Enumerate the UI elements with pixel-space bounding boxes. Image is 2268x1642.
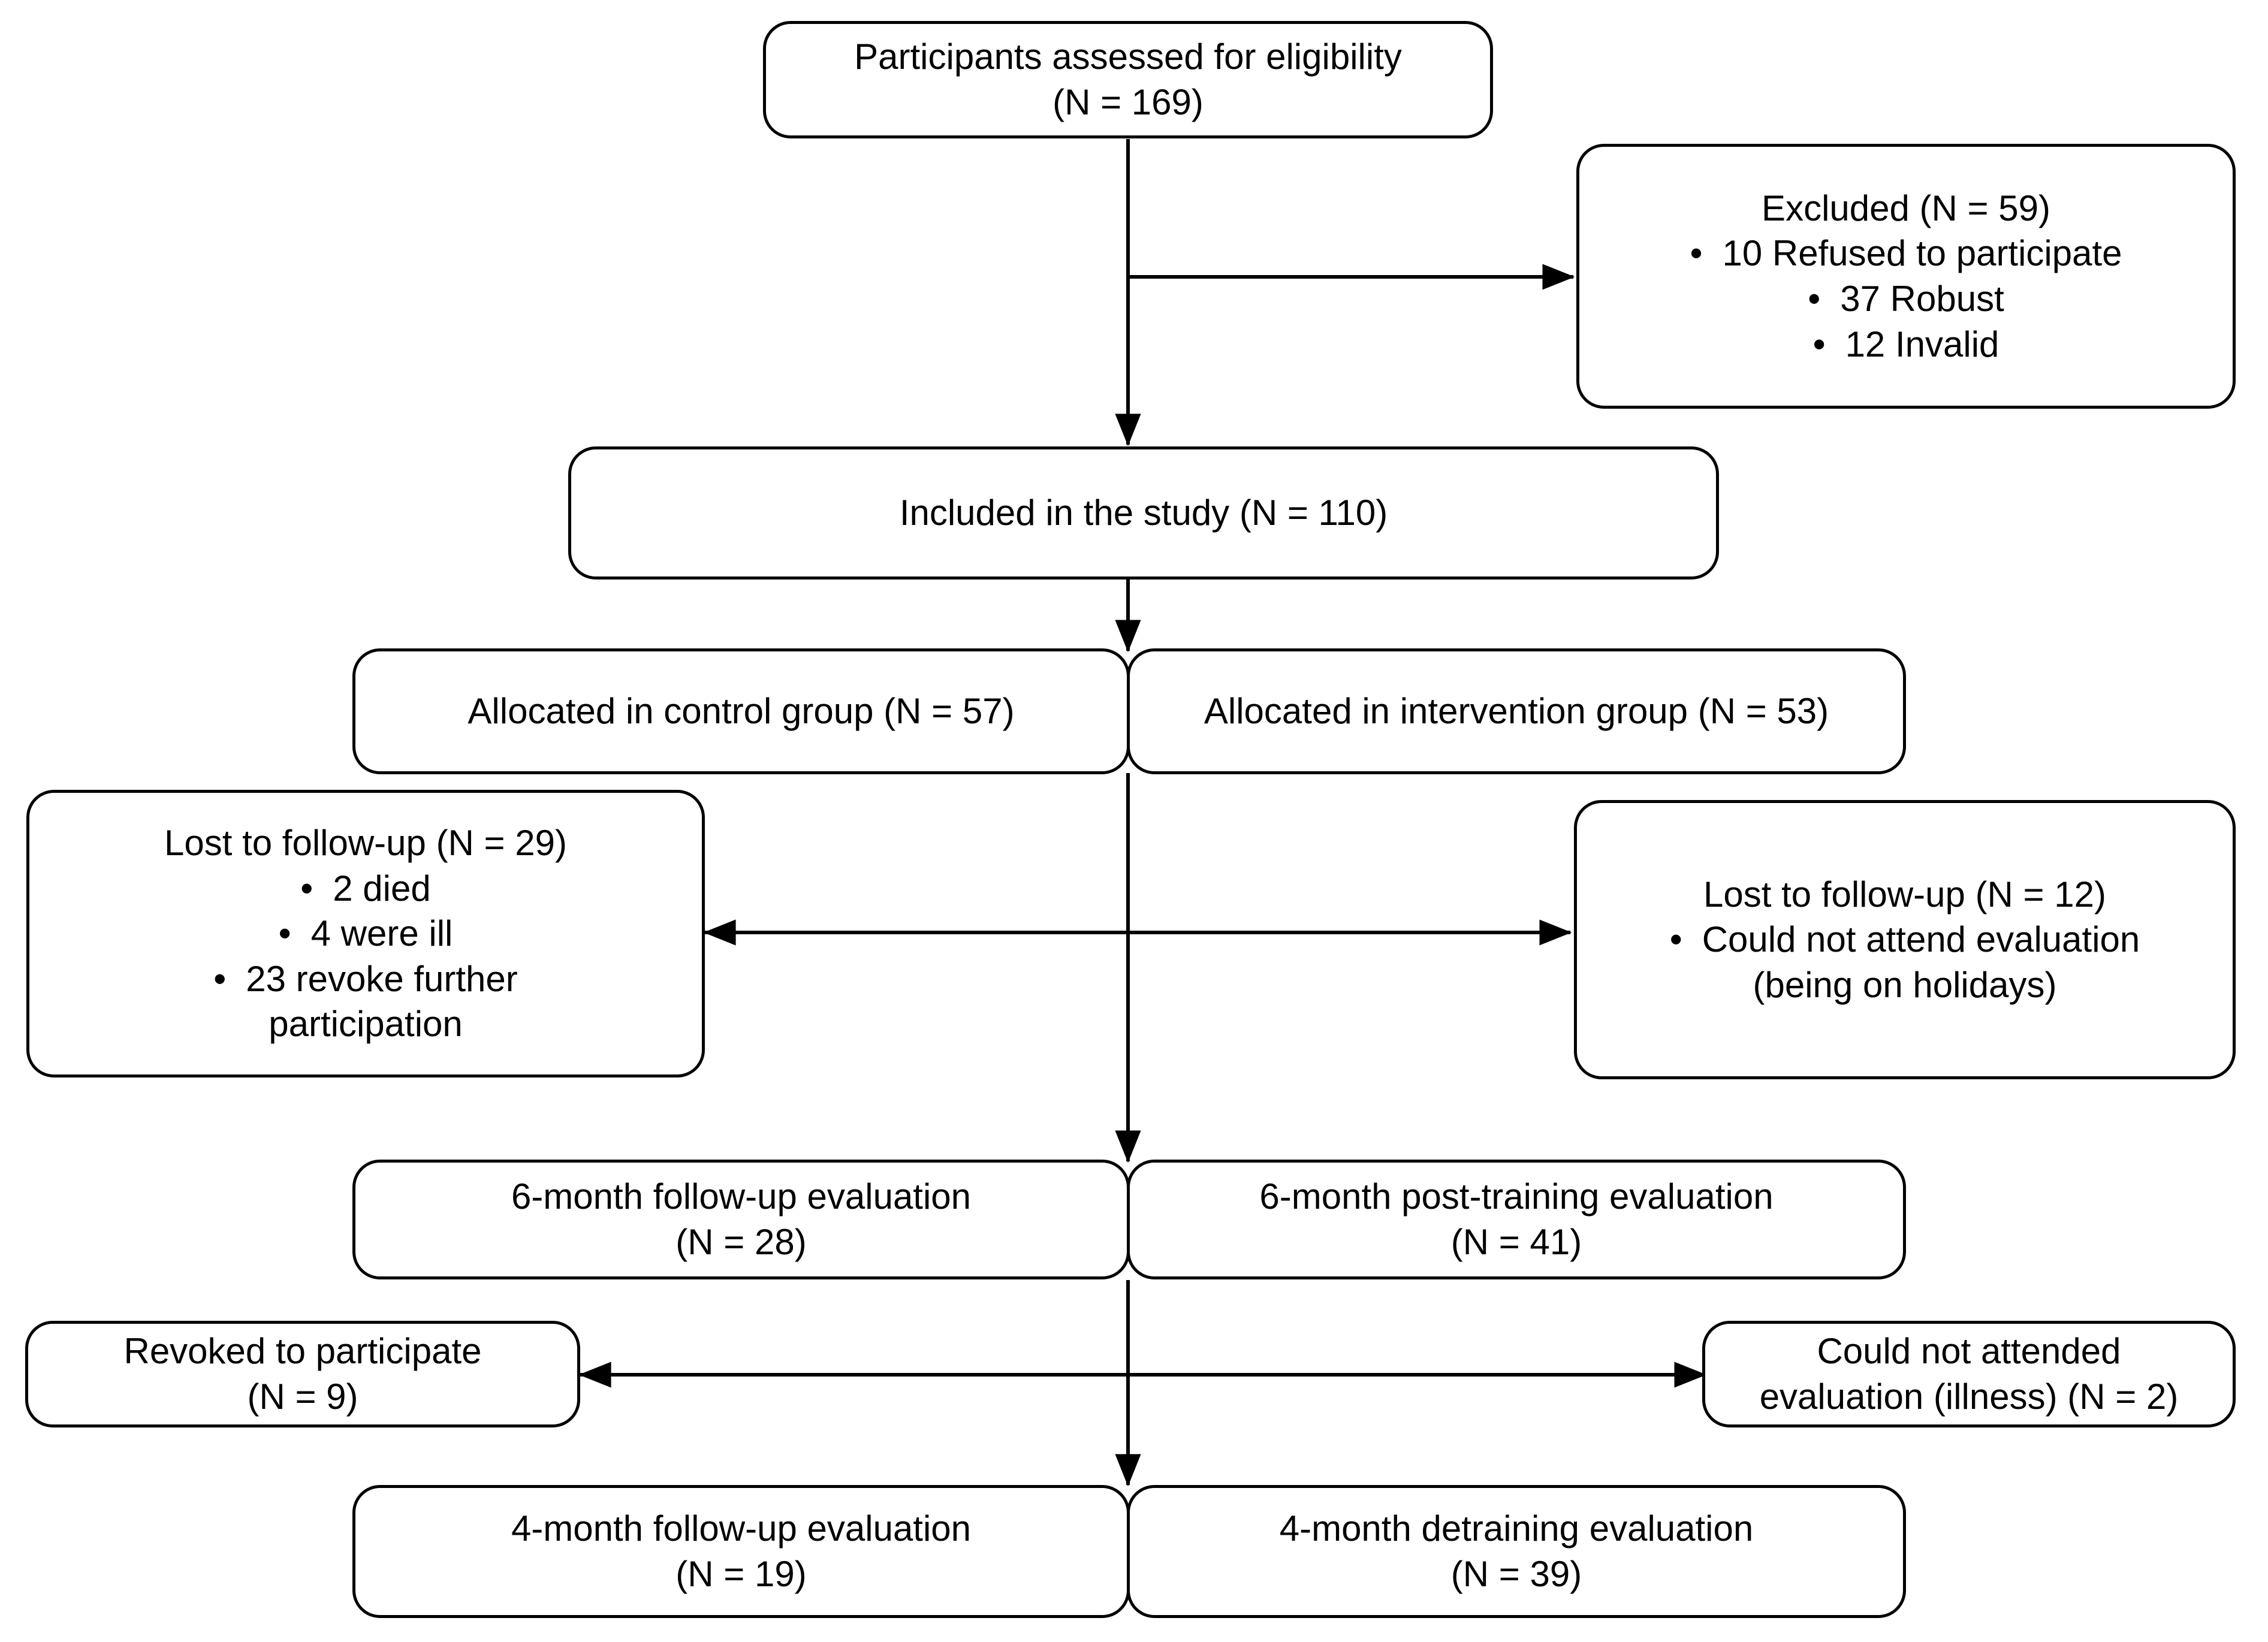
node-lost-control-bullet-0: • 2 died (300, 866, 430, 911)
node-six-month-intervention[interactable]: 6-month post-training evaluation (N = 41… (1127, 1160, 1906, 1279)
bullet-icon: • (1690, 233, 1703, 274)
node-excluded-bullet-0-text: 10 Refused to participate (1722, 233, 2122, 274)
node-revoked-line2: (N = 9) (247, 1377, 358, 1417)
node-four-month-control-line2: (N = 19) (675, 1554, 807, 1594)
node-lost-control-bullet-2-text: 23 revoke further (246, 958, 518, 999)
bullet-icon: • (300, 868, 313, 908)
node-four-month-control-line1: 4-month follow-up evaluation (511, 1508, 972, 1549)
node-excluded-bullet-0: • 10 Refused to participate (1690, 231, 2122, 276)
node-lost-intervention-bullet-0-text: Could not attend evaluation (1702, 919, 2140, 960)
node-could-not-attend-line1: Could not attended (1817, 1331, 2121, 1372)
node-lost-control-bullet-1: • 4 were ill (279, 911, 453, 956)
node-could-not-attend-line2: evaluation (illness) (N = 2) (1759, 1377, 2179, 1417)
bullet-icon: • (1669, 919, 1682, 960)
node-lost-intervention-bullet-tail: (being on holidays) (1753, 964, 2057, 1005)
node-six-month-control-line2: (N = 28) (675, 1222, 807, 1262)
node-lost-intervention-heading: Lost to follow-up (N = 12) (1703, 874, 2106, 914)
node-four-month-intervention-line1: 4-month detraining evaluation (1279, 1508, 1754, 1549)
bullet-icon: • (278, 913, 291, 954)
node-could-not-attend[interactable]: Could not attended evaluation (illness) … (1702, 1321, 2236, 1427)
node-lost-control-bullet-0-text: 2 died (333, 868, 431, 908)
node-six-month-intervention-line2: (N = 41) (1450, 1222, 1582, 1262)
node-excluded-bullet-1-text: 37 Robust (1840, 279, 2004, 319)
node-allocated-intervention-line1: Allocated in intervention group (N = 53) (1204, 691, 1829, 732)
node-lost-control-bullet-tail: participation (269, 1004, 463, 1045)
node-four-month-intervention-line2: (N = 39) (1450, 1554, 1582, 1594)
node-excluded-bullet-1: • 37 Robust (1808, 276, 2004, 322)
node-lost-control-bullet-1-text: 4 were ill (310, 913, 453, 954)
node-allocated-control[interactable]: Allocated in control group (N = 57) (352, 648, 1130, 774)
node-lost-intervention[interactable]: Lost to follow-up (N = 12) • Could not at… (1574, 800, 2236, 1079)
node-lost-control-bullet-2: • 23 revoke further (213, 956, 518, 1002)
node-eligibility-line2: (N = 169) (1052, 82, 1204, 122)
node-six-month-control-line1: 6-month follow-up evaluation (511, 1176, 972, 1217)
node-four-month-control[interactable]: 4-month follow-up evaluation (N = 19) (352, 1485, 1130, 1618)
bullet-icon: • (1812, 324, 1826, 364)
bullet-icon: • (213, 958, 227, 999)
node-four-month-intervention[interactable]: 4-month detraining evaluation (N = 39) (1127, 1485, 1906, 1618)
node-six-month-intervention-line1: 6-month post-training evaluation (1259, 1176, 1774, 1217)
node-revoked-line1: Revoked to participate (123, 1331, 482, 1372)
node-lost-intervention-bullet-0: • Could not attend evaluation (1670, 917, 2140, 962)
node-allocated-intervention[interactable]: Allocated in intervention group (N = 53) (1127, 648, 1906, 774)
node-included-line1: Included in the study (N = 110) (899, 493, 1388, 533)
node-excluded[interactable]: Excluded (N = 59) • 10 Refused to partici… (1576, 144, 2236, 409)
bullet-icon: • (1808, 279, 1821, 319)
node-lost-control-heading: Lost to follow-up (N = 29) (164, 823, 567, 864)
node-excluded-bullet-2: • 12 Invalid (1813, 322, 1999, 367)
node-revoked[interactable]: Revoked to participate (N = 9) (25, 1321, 580, 1427)
node-eligibility-line1: Participants assessed for eligibility (854, 37, 1402, 77)
node-allocated-control-line1: Allocated in control group (N = 57) (468, 691, 1015, 732)
node-six-month-control[interactable]: 6-month follow-up evaluation (N = 28) (352, 1160, 1130, 1279)
node-excluded-heading: Excluded (N = 59) (1762, 188, 2050, 228)
node-eligibility[interactable]: Participants assessed for eligibility (N… (763, 21, 1493, 138)
node-excluded-bullet-2-text: 12 Invalid (1845, 324, 1999, 364)
node-lost-control[interactable]: Lost to follow-up (N = 29) • 2 died • 4 we… (26, 790, 705, 1077)
node-included[interactable]: Included in the study (N = 110) (568, 446, 1719, 579)
